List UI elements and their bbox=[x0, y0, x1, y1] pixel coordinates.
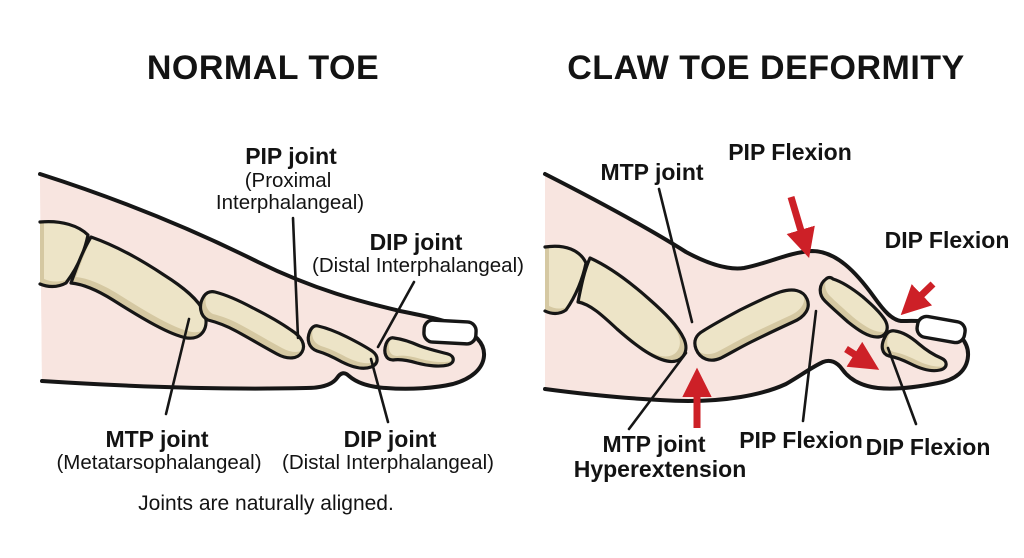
normal-dip-bottom-leader-line bbox=[369, 357, 390, 424]
normal-caption: Joints are naturally aligned. bbox=[138, 492, 394, 515]
claw-mtp-bottom-label-line1: MTP joint bbox=[602, 431, 705, 457]
claw-mtp-bottom-label-line2: Hyperextension bbox=[574, 456, 747, 482]
dip-flexion-lower-arrow bbox=[844, 341, 880, 370]
normal-toenail bbox=[422, 318, 478, 346]
right-panel: MTP joint PIP Flexion DIP Flexion MTP jo… bbox=[543, 49, 1010, 482]
claw-pip-bottom-leader-line bbox=[801, 309, 818, 423]
claw-mtp-top-leader-line bbox=[657, 187, 694, 324]
claw-dip-bottom-leader-line bbox=[886, 346, 918, 426]
claw-foot-illustration bbox=[543, 172, 971, 403]
pip-flexion-arrow bbox=[786, 196, 815, 259]
right-panel-title: CLAW TOE DEFORMITY bbox=[567, 49, 964, 87]
claw-tarsal-bone bbox=[543, 244, 588, 316]
normal-pip-sublabel-1: (Proximal bbox=[245, 169, 332, 192]
normal-dip-bottom-sublabel: (Distal Interphalangeal) bbox=[282, 451, 494, 474]
claw-mtp-top-label: MTP joint bbox=[600, 159, 703, 185]
claw-pip-flexion-bottom-label: PIP Flexion bbox=[739, 427, 863, 453]
left-panel-title: NORMAL TOE bbox=[147, 49, 379, 87]
normal-foot-skin bbox=[40, 174, 485, 389]
normal-mtp-sublabel: (Metatarsophalangeal) bbox=[56, 451, 261, 474]
dip-flexion-upper-arrow bbox=[900, 281, 936, 316]
normal-pip-sublabel-2: Interphalangeal) bbox=[216, 191, 364, 214]
normal-mtp-label: MTP joint bbox=[105, 426, 208, 452]
claw-dip-flexion-bottom-label: DIP Flexion bbox=[866, 434, 991, 460]
claw-toenail bbox=[915, 314, 967, 345]
claw-pip-flexion-top-label: PIP Flexion bbox=[728, 139, 852, 165]
normal-pip-leader-line bbox=[291, 216, 300, 340]
claw-mtp-bottom-leader-line bbox=[627, 351, 688, 431]
normal-pip-label: PIP joint bbox=[245, 143, 337, 169]
normal-mtp-leader-line bbox=[164, 317, 191, 416]
left-panel: PIP joint (Proximal Interphalangeal) DIP… bbox=[38, 143, 524, 515]
normal-dip-top-label: DIP joint bbox=[370, 229, 463, 255]
normal-dip-top-leader-line bbox=[376, 280, 416, 349]
claw-dip-flexion-top-label: DIP Flexion bbox=[885, 227, 1010, 253]
normal-dip-top-sublabel: (Distal Interphalangeal) bbox=[312, 254, 524, 277]
normal-foot-illustration bbox=[38, 172, 487, 391]
normal-dip-bottom-label: DIP joint bbox=[344, 426, 437, 452]
